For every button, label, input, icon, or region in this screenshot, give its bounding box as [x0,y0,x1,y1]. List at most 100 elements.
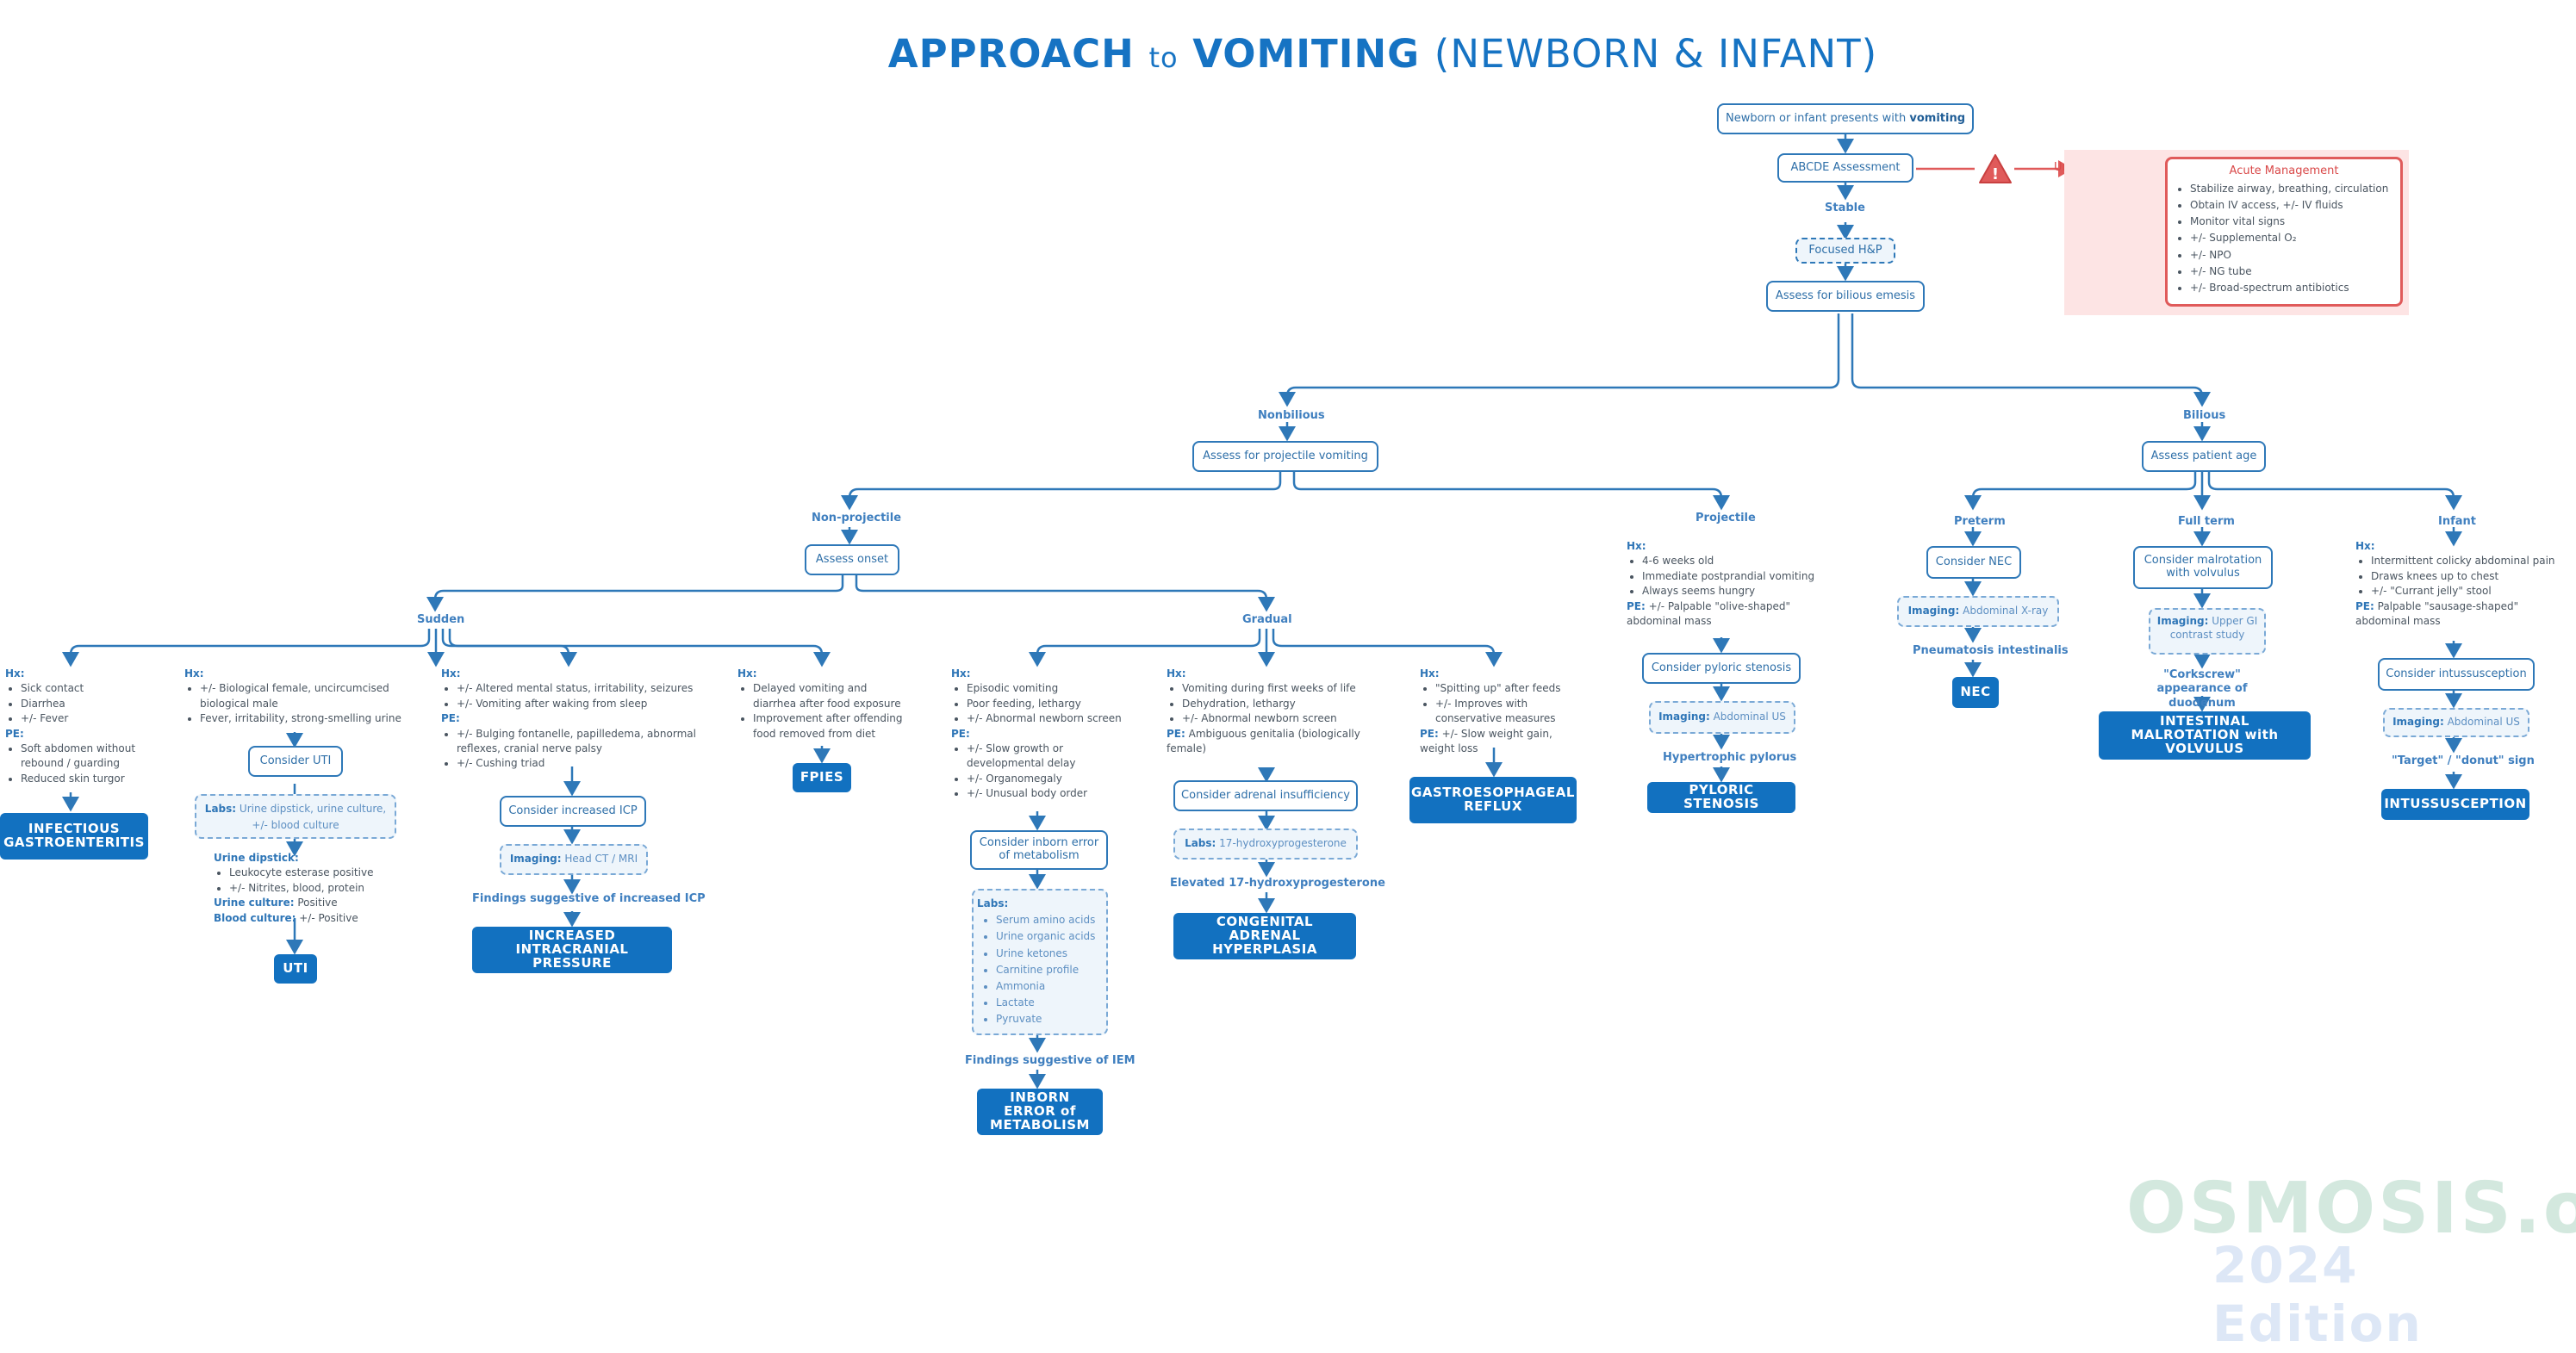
nec-imaging-box: Imaging: Abdominal X-ray [1897,596,2059,627]
focused-label: Focused H&P [1808,243,1882,257]
pe-item: +/- Bulging fontanelle, papilledema, abn… [457,727,705,757]
preterm-label: Preterm [1954,515,2006,528]
pe-item: +/- Cushing triad [457,756,705,771]
hx-item: Dehydration, lethargy [1182,697,1373,711]
hx-heading: Hx: [1420,667,1440,680]
malrotation-imaging-box: Imaging: Upper GI contrast study [2149,608,2266,655]
consider-icp-label: Consider increased ICP [508,804,638,817]
acute-item: Obtain IV access, +/- IV fluids [2190,197,2400,214]
acute-management-box: Acute Management Stabilize airway, breat… [2165,157,2403,307]
gastroenteritis-findings: Hx: Sick contactDiarrhea+/- Fever PE: So… [5,667,143,786]
hx-item: Episodic vomiting [967,681,1132,696]
labs-heading: Labs: [977,897,1009,909]
age-assess-box: Assess patient age [2142,441,2266,472]
consider-pyloric-label: Consider pyloric stenosis [1651,661,1792,674]
flow-connectors: ! [62,134,2462,1089]
dx-inborn-error: INBORN ERROR of METABOLISM [977,1089,1103,1135]
hx-heading: Hx: [1627,540,1646,552]
consider-iem-box: Consider inborn error of metabolism [970,830,1108,870]
dx-gerd: GASTROESOPHAGEAL REFLUX [1409,777,1577,823]
dx-fpies: FPIES [793,763,851,792]
hx-heading: Hx: [2355,540,2375,552]
pe-text: Palpable "sausage-shaped" abdominal mass [2355,599,2519,627]
imaging-text: Upper GI contrast study [2169,615,2258,641]
hx-heading: Hx: [737,667,757,680]
hx-item: +/- Fever [21,711,143,726]
iem-findings: Hx: Episodic vomitingPoor feeding, letha… [951,667,1132,802]
acute-title: Acute Management [2229,164,2339,177]
projectile-assess-label: Assess for projectile vomiting [1203,449,1368,462]
imaging-heading: Imaging: [1658,711,1710,723]
imaging-heading: Imaging: [1907,605,1960,617]
hx-item: Vomiting during first weeks of life [1182,681,1373,696]
dx-infectious-gastroenteritis: INFECTIOUS GASTROENTERITIS [0,813,148,860]
consider-malrotation-label: Consider malrotation with volvulus [2144,554,2262,580]
hx-item: Intermittent colicky abdominal pain [2371,554,2571,568]
consider-uti-box: Consider UTI [248,746,343,777]
pe-text: Ambiguous genitalia (biologically female… [1167,727,1360,754]
consider-iem-label: Consider inborn error of metabolism [979,836,1099,862]
dx-pyloric-stenosis: PYLORIC STENOSIS [1647,782,1795,813]
gradual-label: Gradual [1242,613,1292,626]
lab-item: Carnitine profile [996,962,1103,978]
dx-malrotation: INTESTINAL MALROTATION with VOLVULUS [2099,711,2311,760]
title-rest: (NEWBORN & INFANT) [1434,31,1878,77]
page-title: APPROACH to VOMITING (NEWBORN & INFANT) [0,31,2576,77]
acute-item: +/- NG tube [2190,264,2400,280]
bilious-label: Bilious [2183,409,2226,422]
acute-item: Stabilize airway, breathing, circulation [2190,181,2400,197]
hx-item: Fever, irritability, strong-smelling uri… [200,711,408,726]
pe-item: +/- Unusual body order [967,786,1132,801]
logo-name: OSMOSIS.org [2126,1168,2576,1250]
imaging-text: Abdominal US [1713,711,1786,723]
icp-finding: Findings suggestive of increased ICP [472,892,706,905]
acute-item: +/- Supplemental O₂ [2190,230,2400,246]
dx-cah: CONGENITAL ADRENAL HYPERPLASIA [1173,913,1356,959]
warning-icon: ! [1979,154,2012,183]
hx-item: Improvement after offending food removed… [753,711,910,742]
start-bold: vomiting [1909,111,1966,125]
start-box: Newborn or infant presents with vomiting [1717,103,1974,134]
labs-heading: Labs: [204,803,237,815]
hx-heading: Hx: [5,667,25,680]
malrotation-finding: "Corkscrew" appearance of duodenum [2156,668,2248,710]
title-approach: APPROACH [887,31,1135,77]
hx-heading: Hx: [184,667,204,680]
consider-uti-label: Consider UTI [259,754,332,767]
age-assess-label: Assess patient age [2150,449,2257,462]
cah-labs-box: Labs: 17-hydroxyprogesterone [1173,829,1358,860]
acute-item: +/- Broad-spectrum antibiotics [2190,280,2400,296]
cah-findings: Hx: Vomiting during first weeks of lifeD… [1167,667,1373,756]
fpies-findings: Hx: Delayed vomiting and diarrhea after … [737,667,910,742]
dipstick-heading: Urine dipstick: [214,852,299,864]
hx-item: +/- Abnormal newborn screen [1182,711,1373,726]
focused-hp-box: Focused H&P [1795,238,1895,264]
abcde-box: ABCDE Assessment [1777,153,1913,183]
pe-heading: PE: [1167,727,1185,740]
onset-box: Assess onset [805,544,899,575]
icp-imaging-box: Imaging: Head CT / MRI [500,844,648,875]
urine-culture-heading: Urine culture: [214,897,295,909]
pe-item: +/- Slow growth or developmental delay [967,742,1132,772]
hx-item: Draws knees up to chest [2371,569,2571,584]
imaging-heading: Imaging: [509,853,562,865]
hx-item: +/- Altered mental status, irritability,… [457,681,705,696]
labs-text: Urine dipstick, urine culture, +/- blood… [239,803,387,832]
blood-culture-value: +/- Positive [299,911,358,924]
title-to: to [1148,41,1179,74]
hx-item: +/- Vomiting after waking from sleep [457,697,705,711]
acute-item: +/- NPO [2190,247,2400,264]
lab-item: Serum amino acids [996,912,1103,928]
labs-heading: Labs: [1185,837,1216,849]
infant-label: Infant [2438,515,2476,528]
uti-labs-box: Labs: Urine dipstick, urine culture, +/-… [195,794,396,839]
hx-item: Immediate postprandial vomiting [1642,569,1821,584]
svg-text:!: ! [1992,165,1999,183]
iem-finding: Findings suggestive of IEM [965,1054,1136,1067]
icp-findings: Hx: +/- Altered mental status, irritabil… [441,667,705,772]
dx-intussusception: INTUSSUSCEPTION [2381,789,2529,820]
hx-item: "Spitting up" after feeds [1435,681,1584,696]
hx-item: Delayed vomiting and diarrhea after food… [753,681,910,711]
intussusception-imaging-box: Imaging: Abdominal US [2383,708,2529,737]
lab-item: Urine ketones [996,946,1103,962]
